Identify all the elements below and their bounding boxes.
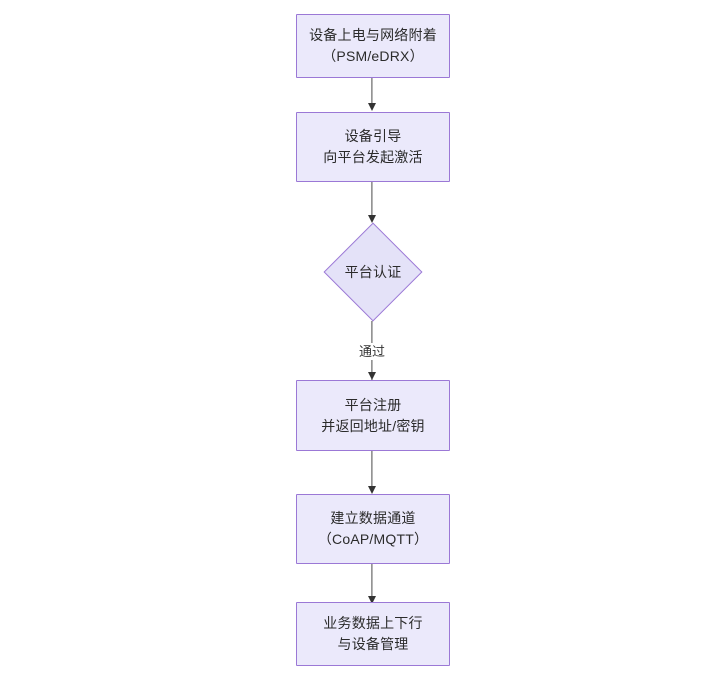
node-line: 建立数据通道 — [330, 510, 416, 526]
node-line: 设备上电与网络附着 — [309, 27, 437, 43]
node-device-power-on[interactable]: 设备上电与网络附着 （PSM/eDRX） — [296, 14, 450, 78]
node-line: 与设备管理 — [337, 636, 409, 652]
node-device-bootstrap[interactable]: 设备引导 向平台发起激活 — [296, 112, 450, 182]
node-business-data-and-device-management[interactable]: 业务数据上下行 与设备管理 — [296, 602, 450, 666]
node-platform-authentication[interactable]: 平台认证 — [323, 222, 423, 322]
node-line: （CoAP/MQTT） — [317, 531, 429, 547]
node-line: 平台认证 — [344, 263, 402, 280]
edge-label-pass: 通过 — [356, 343, 388, 360]
node-establish-data-channel[interactable]: 建立数据通道 （CoAP/MQTT） — [296, 494, 450, 564]
arrowhead-n3-n4 — [368, 372, 376, 380]
arrowhead-n5-n6 — [368, 596, 376, 604]
node-platform-registration[interactable]: 平台注册 并返回地址/密钥 — [296, 380, 450, 451]
node-line: （PSM/eDRX） — [322, 48, 424, 64]
edge-n1-n2 — [371, 78, 373, 104]
edge-n2-n3 — [371, 182, 373, 216]
arrowhead-n2-n3 — [368, 215, 376, 223]
node-line: 设备引导 — [344, 128, 402, 144]
edge-n4-n5 — [371, 451, 373, 487]
node-line: 并返回地址/密钥 — [321, 417, 425, 434]
arrowhead-n1-n2 — [368, 103, 376, 111]
edge-n5-n6 — [371, 564, 373, 600]
node-line: 向平台发起激活 — [323, 149, 423, 165]
node-line: 业务数据上下行 — [323, 615, 423, 631]
node-line: 平台注册 — [344, 396, 402, 413]
arrowhead-n4-n5 — [368, 486, 376, 494]
